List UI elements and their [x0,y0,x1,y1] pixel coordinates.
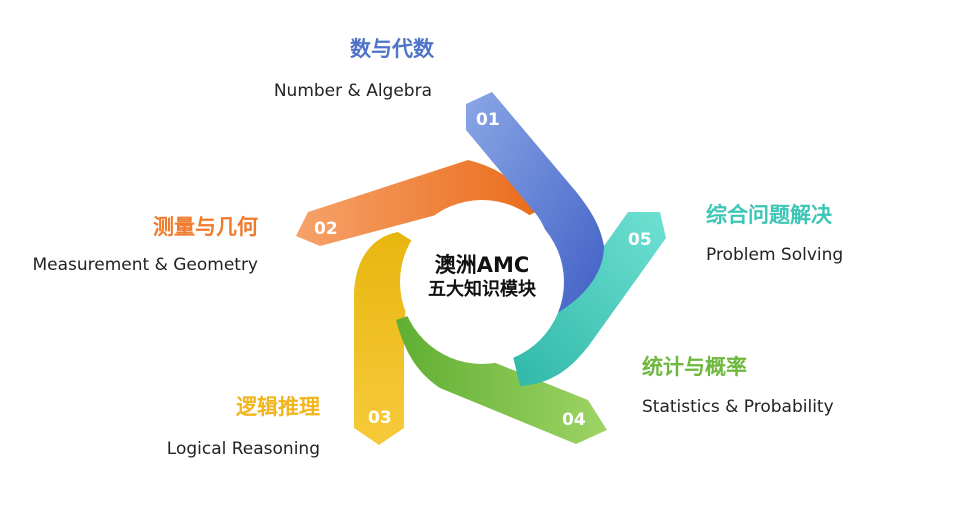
module-number-03: 03 [368,408,392,428]
center-title-line2: 五大知识模块 [428,279,536,300]
module-title-en-03: Logical Reasoning [166,439,320,459]
module-title-zh-03: 逻辑推理 [236,395,320,419]
module-label-01: 数与代数 Number & Algebra [273,36,434,102]
module-number-04: 04 [562,410,586,430]
module-arm-02 [296,160,536,246]
module-title-en-01: Number & Algebra [273,81,432,101]
module-title-en-04: Statistics & Probability [642,397,834,417]
module-label-04: 统计与概率 Statistics & Probability [642,354,834,418]
module-arm-05 [510,212,666,386]
module-title-zh-05: 综合问题解决 [706,203,832,227]
center-title: 澳洲AMC 五大知识模块 [420,252,544,302]
center-circle [400,200,564,364]
module-number-05: 05 [628,230,652,250]
module-number-01: 01 [476,110,500,130]
module-title-zh-04: 统计与概率 [642,355,747,379]
module-title-en-05: Problem Solving [706,245,844,265]
module-arm-01 [466,92,604,322]
module-title-zh-01: 数与代数 [350,37,434,61]
module-label-05: 综合问题解决 Problem Solving [706,202,843,266]
center-title-line1: 澳洲AMC [434,253,530,277]
module-title-en-02: Measurement & Geometry [32,255,258,275]
module-label-02: 测量与几何 Measurement & Geometry [32,214,258,276]
module-title-zh-02: 测量与几何 [153,215,258,239]
module-label-03: 逻辑推理 Logical Reasoning [167,394,320,460]
module-number-02: 02 [314,219,338,239]
